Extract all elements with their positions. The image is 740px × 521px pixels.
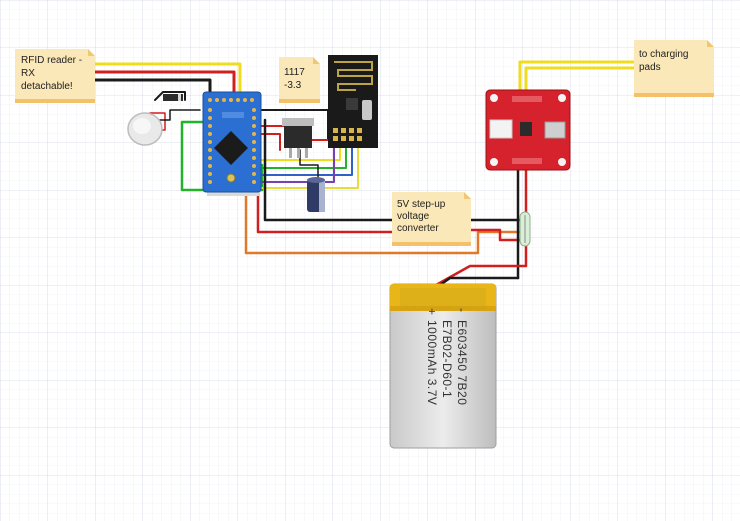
note-rfid-line-2: RX <box>21 68 35 79</box>
note-stepup: 5V step-up voltage converter <box>392 192 471 246</box>
battery-line-1: E603450 7B20 <box>455 320 469 405</box>
battery-plus: + <box>425 308 439 316</box>
wire-yellow2-radio <box>257 139 359 189</box>
lipo-charger-board <box>485 89 571 171</box>
wire-pad-yellow-1 <box>518 60 639 92</box>
wire-red-stepup-out <box>468 228 522 242</box>
wire-blue-radio <box>257 139 353 176</box>
note-stepup-line-2: voltage <box>397 211 430 222</box>
reed-switch <box>519 211 531 247</box>
note-stepup-line-3: converter <box>397 223 439 234</box>
wire-purple-radio <box>257 139 335 183</box>
diode <box>163 94 183 101</box>
wire-pad-yellow-2 <box>524 66 639 92</box>
battery-line-3: 1000mAh 3.7V <box>425 320 439 405</box>
wire-black-stepup <box>263 118 397 222</box>
note-rfid-line-1: RFID reader - <box>21 55 82 66</box>
ldo-regulator-1117 <box>282 118 314 158</box>
wire-battery-red <box>434 244 528 287</box>
battery-line-2: E7B02-D60-1 <box>440 320 454 398</box>
note-stepup-line-1: 5V step-up <box>397 199 446 210</box>
wire-diode-black <box>154 91 186 101</box>
lipo-battery <box>389 283 497 449</box>
wire-rfid-yellow <box>93 62 242 99</box>
wire-rfid-black <box>93 78 212 99</box>
note-regulator: 1117 -3.3 <box>279 57 320 103</box>
note-rfid: RFID reader - RX detachable! <box>15 49 95 103</box>
wire-rfid-red <box>93 70 236 99</box>
wire-green-radio <box>257 139 347 169</box>
wire-battery-black <box>438 276 520 287</box>
note-charging-line-1: to charging <box>639 49 688 60</box>
note-regulator-line-1: 1117 <box>284 67 305 78</box>
wire-orange-reed <box>244 148 522 255</box>
note-charging-line-2: pads <box>639 62 661 73</box>
capacitor <box>307 177 325 212</box>
nrf24l01-radio <box>328 55 378 148</box>
note-regulator-line-2: -3.3 <box>284 80 302 91</box>
buzzer <box>127 112 163 146</box>
note-rfid-line-3: detachable! <box>21 81 73 92</box>
arduino-pro-mini <box>202 91 262 196</box>
note-charging: to charging pads <box>634 40 714 97</box>
battery-label: E603450 7B20 E7B02-D60-1 1000mAh 3.7V - … <box>425 308 469 405</box>
battery-minus: - <box>455 308 469 313</box>
wire-buzzer-black <box>154 109 201 121</box>
